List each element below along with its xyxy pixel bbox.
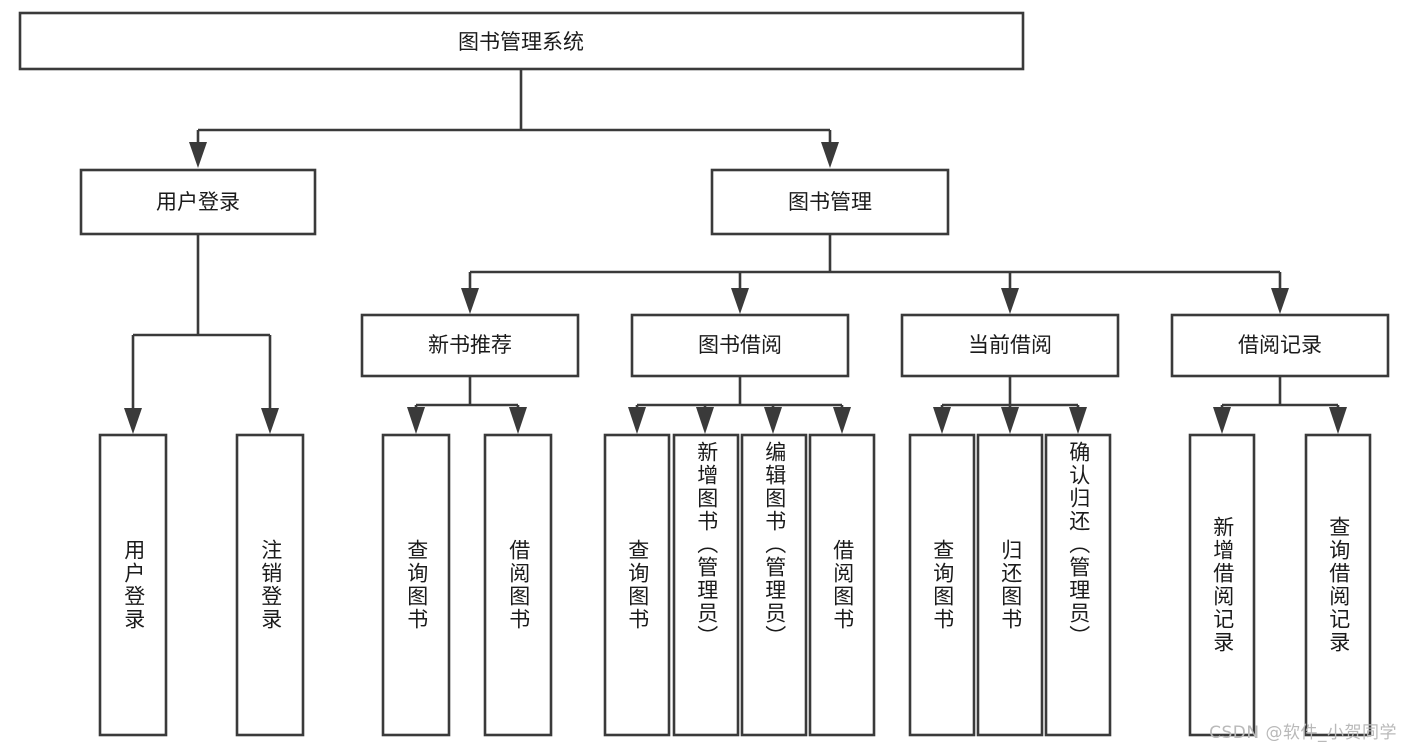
node-user-login[interactable]	[79, 168, 317, 236]
node-current-borrow-label: 当前借阅	[968, 333, 1052, 357]
arrow-leaf-query-book-2	[628, 407, 646, 434]
arrow-leaf-logout-login	[261, 408, 279, 434]
node-book-manage-label: 图书管理	[788, 190, 872, 214]
node-leaf-borrow-book-1[interactable]	[483, 433, 553, 737]
arrow-leaf-query-book-3	[933, 407, 951, 434]
arrow-leaf-borrow-book-1	[509, 407, 527, 434]
node-leaf-borrow-book-2[interactable]	[808, 433, 876, 737]
node-borrow-record[interactable]	[1170, 313, 1390, 378]
arrow-leaf-query-book-1	[407, 407, 425, 434]
node-leaf-edit-book-admin[interactable]	[740, 433, 808, 737]
arrow-leaf-user-login	[124, 408, 142, 434]
arrow-leaf-query-borrow-record	[1329, 407, 1347, 434]
node-leaf-query-book-2[interactable]	[603, 433, 671, 737]
node-leaf-query-book-1[interactable]	[381, 433, 451, 737]
node-book-manage[interactable]	[710, 168, 950, 236]
node-new-book-rec[interactable]	[360, 313, 580, 378]
node-leaf-add-book-admin[interactable]	[672, 433, 740, 737]
node-root-label: 图书管理系统	[458, 30, 584, 54]
csdn-watermark: CSDN @软件_小贺同学	[1209, 723, 1397, 743]
node-current-borrow[interactable]	[900, 313, 1120, 378]
edges-layer	[124, 69, 1347, 434]
node-leaf-return-book[interactable]	[976, 433, 1044, 737]
node-new-book-rec-label: 新书推荐	[428, 333, 512, 357]
node-leaf-confirm-return-admin[interactable]	[1044, 433, 1112, 737]
arrow-leaf-add-book-admin	[696, 407, 714, 434]
arrow-leaf-add-borrow-record	[1213, 407, 1231, 434]
arrow-to-book-manage	[821, 142, 839, 168]
arrow-current-borrow	[1001, 288, 1019, 314]
node-leaf-query-book-3[interactable]	[908, 433, 976, 737]
arrow-leaf-borrow-book-2	[833, 407, 851, 434]
node-book-borrow[interactable]	[630, 313, 850, 378]
node-book-borrow-label: 图书借阅	[698, 333, 782, 357]
node-leaf-add-borrow-record[interactable]	[1188, 433, 1256, 737]
arrow-borrow-record	[1271, 288, 1289, 314]
arrow-to-user-login	[189, 142, 207, 168]
node-leaf-logout-login[interactable]	[235, 433, 305, 737]
node-borrow-record-label: 借阅记录	[1238, 333, 1322, 357]
arrow-leaf-return-book	[1001, 407, 1019, 434]
node-user-login-label: 用户登录	[156, 190, 240, 214]
arrow-book-borrow	[731, 288, 749, 314]
node-root[interactable]	[18, 11, 1025, 71]
arrow-new-book-rec	[461, 288, 479, 314]
nodes-layer: 图书管理系统 用户登录 图书管理 新书推荐 图书借阅 当前借阅 借阅记录	[18, 11, 1390, 737]
node-leaf-user-login[interactable]	[98, 433, 168, 737]
node-leaf-query-borrow-record[interactable]	[1304, 433, 1372, 737]
arrow-leaf-edit-book-admin	[764, 407, 782, 434]
arrow-leaf-confirm-return-admin	[1069, 407, 1087, 434]
